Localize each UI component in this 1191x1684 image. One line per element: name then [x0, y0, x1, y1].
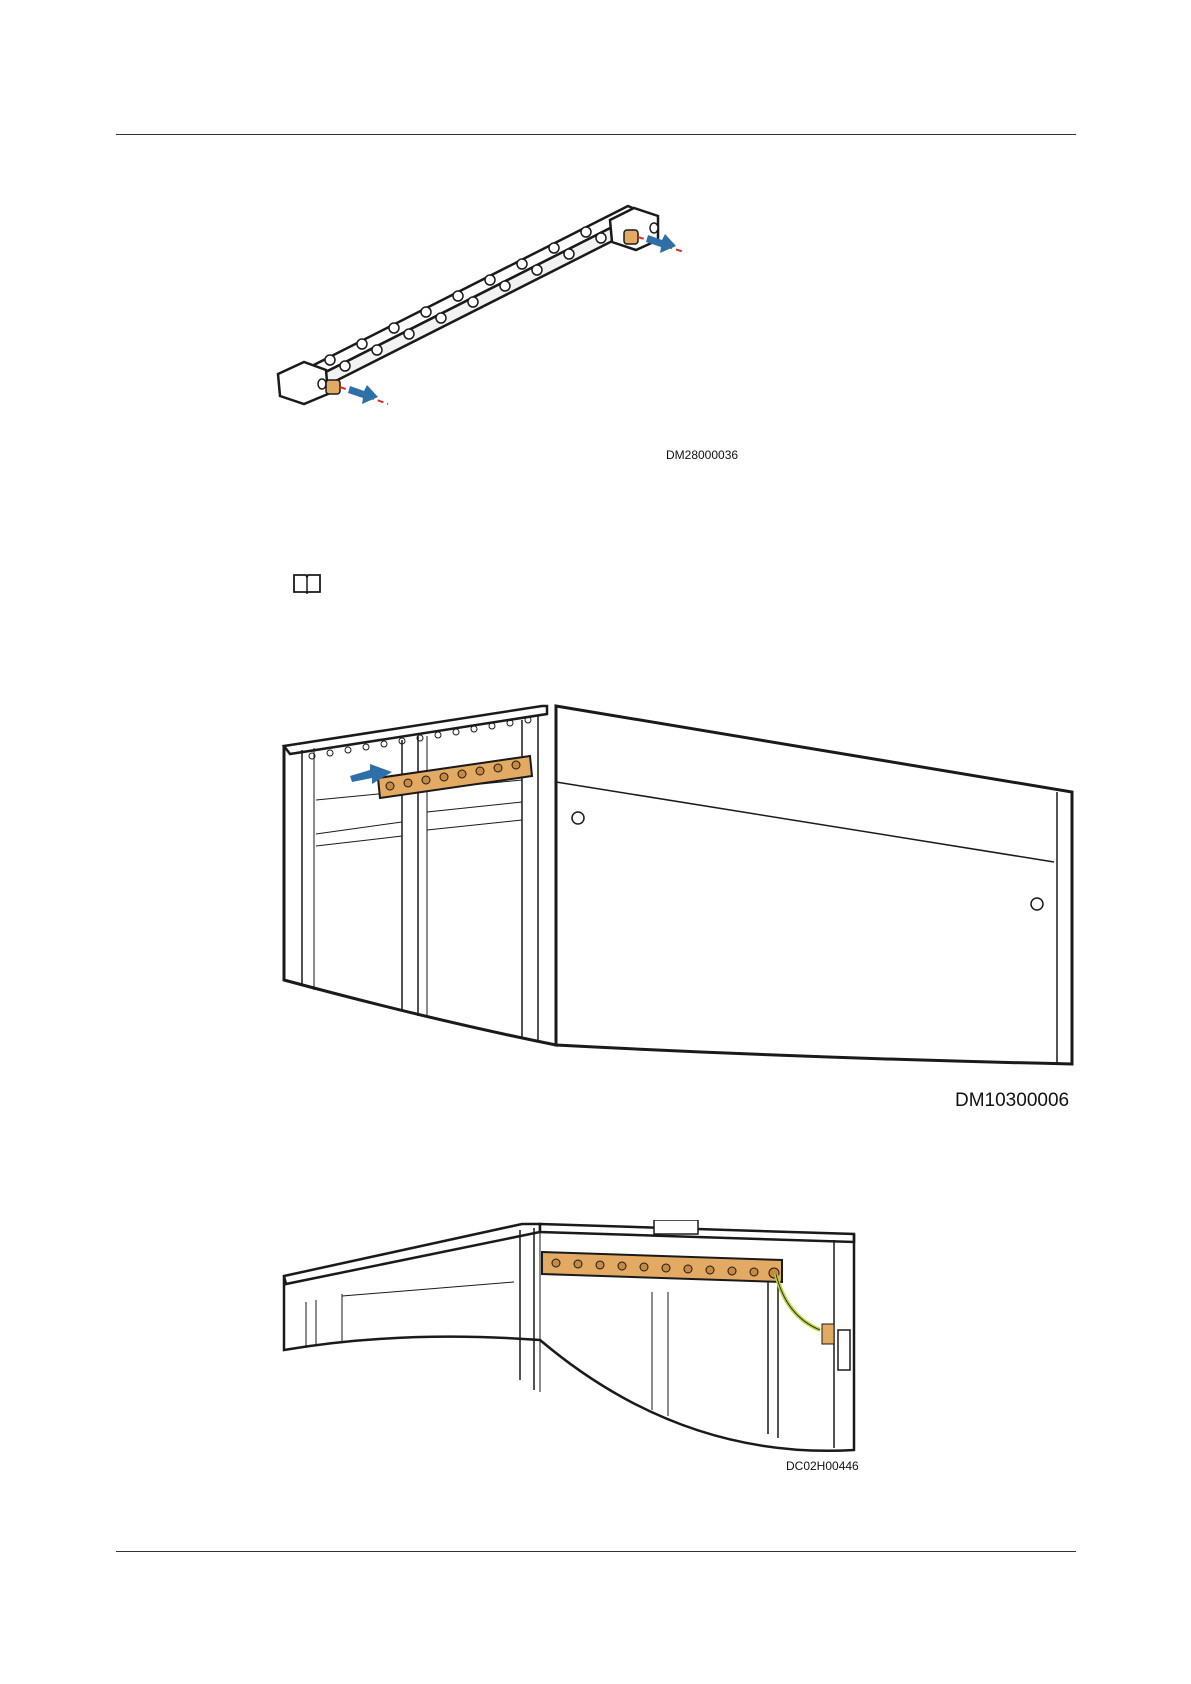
cabinet-figure [282, 700, 1082, 1075]
book-note-icon [292, 572, 322, 594]
figure-code: DM10300006 [955, 1090, 1069, 1112]
footer-rule [116, 1551, 1076, 1552]
figure-code: DM28000036 [666, 448, 738, 462]
ground-bar-figure [270, 190, 750, 450]
cabinet-interior-figure [282, 1220, 862, 1460]
figure-code: DC02H00446 [786, 1459, 859, 1473]
header-rule [116, 134, 1076, 135]
